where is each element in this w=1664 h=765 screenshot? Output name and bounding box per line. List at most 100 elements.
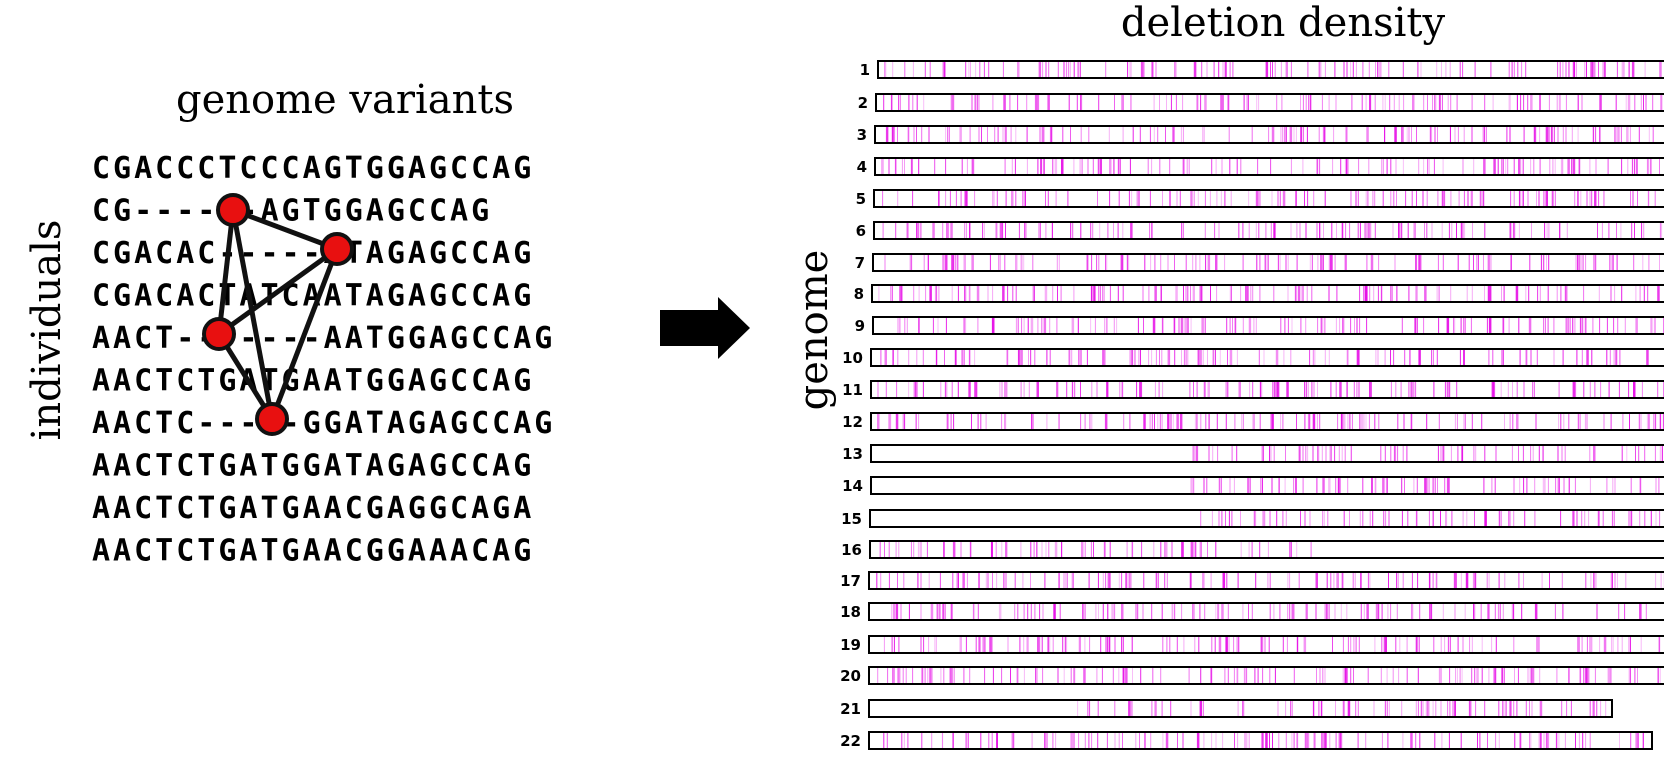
deletion-mark — [1356, 318, 1358, 333]
chromosome-track — [869, 509, 1664, 528]
deletion-mark — [1047, 191, 1049, 206]
deletion-mark — [1003, 573, 1005, 588]
deletion-mark — [1205, 255, 1207, 270]
deletion-mark — [1009, 95, 1011, 110]
deletion-mark — [1528, 318, 1532, 333]
deletion-mark — [1411, 191, 1413, 206]
deletion-mark — [1401, 127, 1404, 142]
deletion-mark — [1190, 701, 1192, 716]
deletion-mark — [1183, 286, 1184, 301]
deletion-mark — [1149, 191, 1151, 206]
deletion-mark — [1396, 286, 1398, 301]
deletion-mark — [1343, 318, 1345, 333]
deletion-mark — [1228, 637, 1230, 652]
chromosome-label: 10 — [842, 349, 863, 367]
deletion-mark — [969, 668, 971, 683]
deletion-mark — [1182, 733, 1184, 748]
deletion-mark — [1258, 191, 1261, 206]
deletion-mark — [1160, 668, 1162, 683]
deletion-mark — [1390, 286, 1392, 301]
deletion-mark — [1536, 350, 1538, 365]
deletion-mark — [1112, 668, 1114, 683]
deletion-mark — [984, 668, 986, 683]
deletion-mark — [1251, 604, 1253, 619]
deletion-mark — [1454, 414, 1456, 429]
graph-node — [255, 402, 289, 436]
deletion-mark — [1650, 159, 1652, 174]
deletion-mark — [1523, 191, 1524, 206]
deletion-mark — [1237, 637, 1239, 652]
deletion-mark — [1309, 511, 1311, 526]
deletion-mark — [1293, 478, 1294, 493]
deletion-mark — [1005, 573, 1007, 588]
chromosome-track — [870, 348, 1664, 367]
deletion-mark — [1482, 127, 1484, 142]
deletion-mark — [1132, 350, 1134, 365]
deletion-mark — [1195, 446, 1199, 461]
deletion-mark — [1630, 191, 1631, 206]
deletion-mark — [1491, 478, 1493, 493]
deletion-mark — [1484, 223, 1486, 238]
deletion-mark — [1640, 637, 1642, 652]
deletion-mark — [1597, 223, 1598, 238]
deletion-mark — [1554, 191, 1556, 206]
deletion-mark — [1265, 255, 1267, 270]
deletion-mark — [1359, 286, 1361, 301]
deletion-mark — [1149, 223, 1151, 238]
deletion-mark — [1337, 414, 1339, 429]
deletion-mark — [1369, 573, 1371, 588]
deletion-mark — [1448, 223, 1450, 238]
deletion-mark — [1562, 159, 1564, 174]
deletion-mark — [1130, 573, 1132, 588]
deletion-mark — [959, 637, 962, 652]
deletion-mark — [1428, 701, 1430, 716]
deletion-mark — [1448, 382, 1450, 397]
deletion-mark — [1143, 573, 1145, 588]
deletion-mark — [1190, 573, 1192, 588]
deletion-mark — [1416, 255, 1418, 270]
deletion-mark — [1161, 701, 1163, 716]
deletion-mark — [1585, 318, 1587, 333]
deletion-mark — [1561, 701, 1563, 716]
deletion-mark — [1143, 573, 1145, 588]
deletion-mark — [943, 542, 945, 557]
deletion-mark — [1014, 159, 1016, 174]
deletion-mark — [959, 127, 962, 142]
deletion-mark — [971, 255, 973, 270]
deletion-mark — [1248, 191, 1250, 206]
deletion-mark — [965, 62, 967, 77]
deletion-mark — [1498, 733, 1500, 748]
deletion-mark — [1080, 223, 1082, 238]
deletion-mark — [1629, 414, 1630, 429]
deletion-mark — [1152, 62, 1154, 77]
deletion-mark — [1386, 478, 1388, 493]
deletion-mark — [1312, 414, 1316, 429]
deletion-mark — [1279, 604, 1281, 619]
deletion-mark — [1226, 573, 1228, 588]
deletion-mark — [1312, 701, 1314, 716]
deletion-mark — [1243, 668, 1245, 683]
chromosome-row: 4 — [857, 157, 1664, 176]
deletion-mark — [1575, 382, 1577, 397]
deletion-mark — [1545, 191, 1548, 206]
deletion-mark — [1004, 255, 1006, 270]
deletion-mark — [1327, 511, 1329, 526]
deletion-mark — [1342, 637, 1344, 652]
deletion-mark — [1446, 511, 1448, 526]
graph-nodes — [202, 193, 354, 436]
deletion-mark — [1498, 511, 1500, 526]
deletion-mark — [1357, 223, 1359, 238]
deletion-mark — [1577, 127, 1579, 142]
deletion-mark — [930, 604, 934, 619]
deletion-mark — [1138, 350, 1140, 365]
deletion-mark — [1210, 573, 1212, 588]
deletion-mark — [1338, 478, 1341, 493]
deletion-mark — [1262, 478, 1263, 493]
deletion-mark — [999, 382, 1001, 397]
deletion-mark — [1070, 733, 1073, 748]
deletion-mark — [970, 542, 972, 557]
deletion-mark — [1020, 350, 1022, 365]
deletion-mark — [1583, 668, 1585, 683]
deletion-mark — [1166, 637, 1168, 652]
deletion-mark — [1149, 127, 1151, 142]
